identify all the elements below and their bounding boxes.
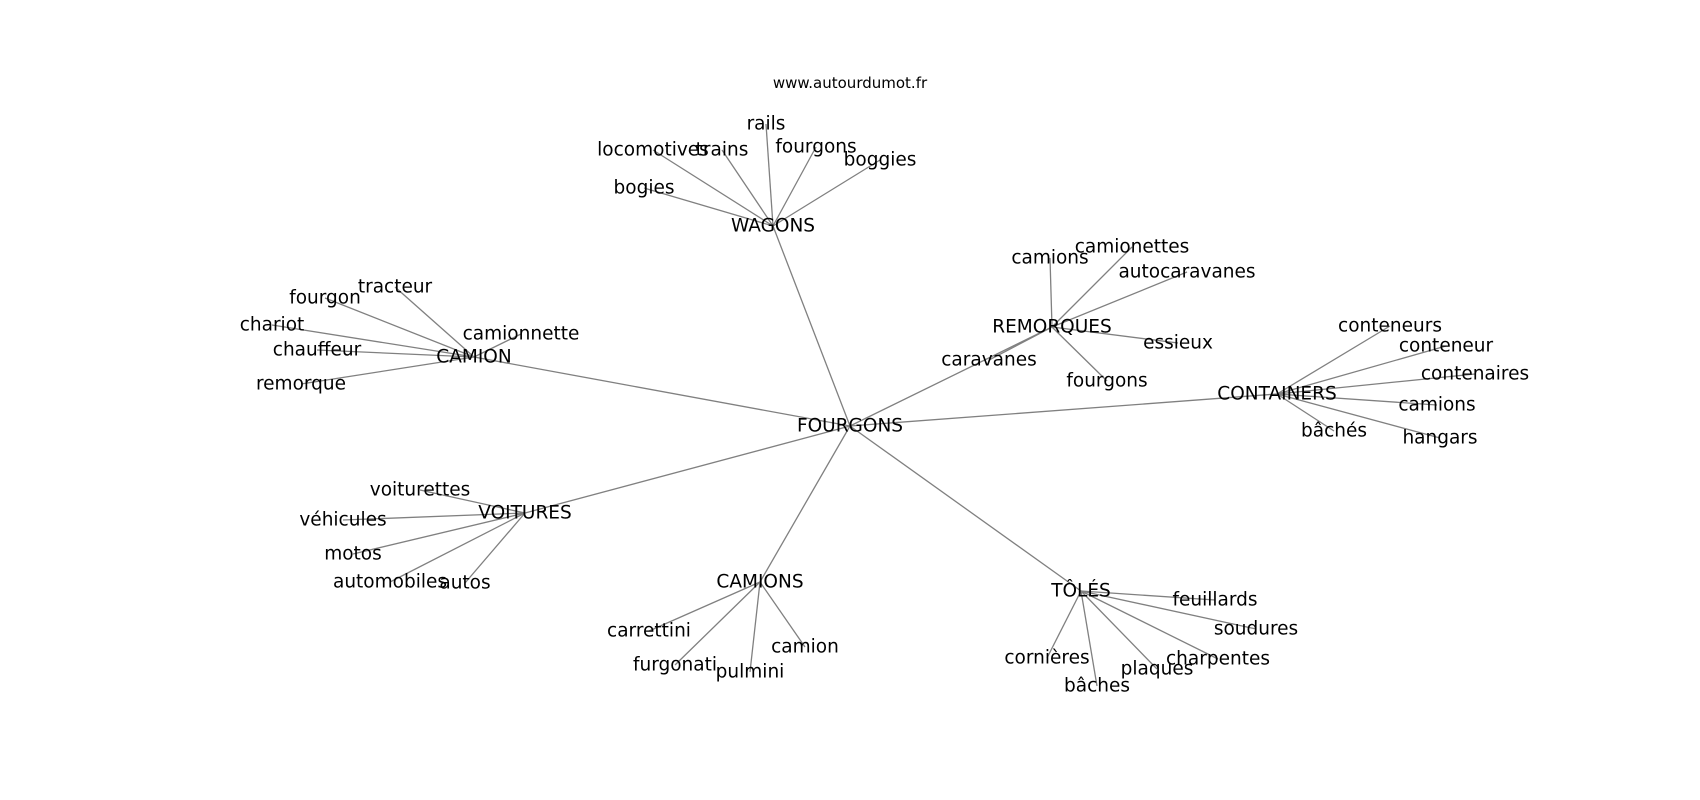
edge-remorques-autocaravanes xyxy=(1051,271,1188,328)
edge-toles-soudures xyxy=(1080,590,1257,630)
watermark: www.autourdumot.fr xyxy=(773,74,928,92)
edge-toles-charpentes xyxy=(1080,590,1219,660)
leaf-node-camions-furgonati: furgonati xyxy=(633,655,717,676)
edge-containers-hangars xyxy=(1276,393,1441,439)
leaf-node-wagons-rails: rails xyxy=(747,114,786,135)
edge-camions-carrettini xyxy=(648,581,761,632)
edge-voitures-autos xyxy=(464,512,526,584)
edge-toles-plaques xyxy=(1080,590,1158,670)
leaf-node-remorques-caravanes: caravanes xyxy=(941,350,1036,371)
edge-camion-tracteur xyxy=(394,286,475,358)
edge-camion-chariot xyxy=(271,324,475,358)
leaf-node-camion-chauffeur: chauffeur xyxy=(273,340,362,361)
leaf-node-toles-soudures: soudures xyxy=(1214,619,1298,640)
leaf-node-wagons-trains: trains xyxy=(696,140,749,161)
edge-camion-camionnette xyxy=(473,333,522,358)
leaf-node-camions-camion: camion xyxy=(771,637,839,658)
edge-root-toles xyxy=(849,425,1082,592)
leaf-node-toles-baches: bâches xyxy=(1064,676,1130,697)
leaf-node-remorques-camionettes: camionettes xyxy=(1075,237,1190,258)
edge-remorques-caravanes xyxy=(988,326,1053,361)
edge-wagons-bogies xyxy=(643,187,774,227)
edge-root-remorques xyxy=(849,326,1053,427)
edge-root-wagons xyxy=(772,225,851,427)
leaf-node-voitures-voiturettes: voiturettes xyxy=(370,480,471,501)
leaf-node-toles-charpentes: charpentes xyxy=(1166,649,1270,670)
edge-camions-camion xyxy=(759,581,806,648)
group-node-toles: TÔLÉS xyxy=(1050,580,1111,602)
leaf-node-wagons-bogies: bogies xyxy=(614,178,675,199)
edge-containers-contenaires xyxy=(1276,373,1476,395)
leaf-node-containers-conteneurs: conteneurs xyxy=(1338,316,1442,337)
edge-root-containers xyxy=(849,393,1278,427)
edge-remorques-essieux xyxy=(1051,326,1179,344)
leaf-node-voitures-motos: motos xyxy=(324,544,382,565)
edge-voitures-vehicules xyxy=(342,512,526,521)
edge-wagons-fourgons xyxy=(772,146,817,227)
leaf-node-camion-tracteur: tracteur xyxy=(358,277,433,298)
leaf-node-camion-remorque: remorque xyxy=(256,374,346,395)
leaf-node-remorques-autocaravanes: autocaravanes xyxy=(1118,262,1255,283)
edge-toles-feuillards xyxy=(1080,590,1216,601)
edge-camions-furgonati xyxy=(674,581,761,666)
leaf-node-containers-conteneur: conteneur xyxy=(1399,336,1494,357)
leaf-node-containers-contenaires: contenaires xyxy=(1421,364,1529,385)
edge-containers-conteneurs xyxy=(1276,325,1391,395)
leaf-node-remorques-fourgons: fourgons xyxy=(1066,371,1147,392)
edge-voitures-automobiles xyxy=(389,512,526,583)
leaf-node-wagons-locomotives: locomotives xyxy=(597,140,709,161)
leaf-node-camion-fourgon: fourgon xyxy=(289,288,361,309)
leaf-node-containers-hangars: hangars xyxy=(1402,428,1477,449)
root-node-label: FOURGONS xyxy=(797,416,903,437)
leaf-node-camion-camionnette: camionnette xyxy=(463,324,580,345)
edge-wagons-locomotives xyxy=(652,149,774,227)
leaf-node-camions-carrettini: carrettini xyxy=(607,621,691,642)
leaf-node-toles-plaques: plaques xyxy=(1121,659,1194,680)
edge-wagons-rails xyxy=(765,123,774,227)
edge-containers-camions xyxy=(1276,393,1438,406)
leaf-node-voitures-automobiles: automobiles xyxy=(333,572,447,593)
group-node-wagons: WAGONS xyxy=(731,216,815,237)
edge-voitures-voiturettes xyxy=(419,489,526,514)
edge-wagons-trains xyxy=(721,149,774,227)
edge-voitures-motos xyxy=(352,512,526,555)
edge-camions-pulmini xyxy=(749,581,761,673)
edge-root-camion xyxy=(473,356,851,427)
leaf-node-voitures-autos: autos xyxy=(439,573,490,594)
leaf-node-remorques-essieux: essieux xyxy=(1143,333,1213,354)
edge-toles-baches xyxy=(1080,590,1098,687)
leaf-node-containers-camions: camions xyxy=(1398,395,1475,416)
group-node-camions: CAMIONS xyxy=(716,572,803,593)
edge-layer xyxy=(271,123,1476,687)
leaf-node-toles-cornieres: cornières xyxy=(1004,648,1089,669)
edge-toles-cornieres xyxy=(1046,590,1082,659)
edge-wagons-boggies xyxy=(772,159,881,227)
edge-remorques-fourgons xyxy=(1051,326,1108,382)
edge-containers-conteneur xyxy=(1276,345,1447,395)
group-node-voitures: VOITURES xyxy=(478,503,571,524)
leaf-node-toles-feuillards: feuillards xyxy=(1172,590,1257,611)
group-node-camion: CAMION xyxy=(436,347,511,368)
leaf-node-voitures-vehicules: véhicules xyxy=(299,510,386,531)
edge-root-voitures xyxy=(524,425,851,514)
edge-root-camions xyxy=(759,425,851,583)
leaf-node-remorques-camions: camions xyxy=(1011,248,1088,269)
leaf-node-camions-pulmini: pulmini xyxy=(716,662,785,683)
edge-camion-chauffeur xyxy=(316,349,475,358)
edge-containers-baches xyxy=(1276,393,1335,432)
edge-camion-remorque xyxy=(300,356,475,385)
leaf-node-wagons-boggies: boggies xyxy=(844,150,917,171)
group-node-remorques: REMORQUES xyxy=(992,317,1111,338)
leaf-node-wagons-fourgons: fourgons xyxy=(775,137,856,158)
leaf-node-camion-chariot: chariot xyxy=(240,315,305,336)
edge-camion-fourgon xyxy=(324,297,475,358)
group-node-containers: CONTAINERS xyxy=(1217,384,1336,405)
leaf-node-containers-baches: bâchés xyxy=(1301,421,1367,442)
edge-remorques-camionettes xyxy=(1051,246,1133,328)
edge-remorques-camions xyxy=(1049,257,1053,328)
